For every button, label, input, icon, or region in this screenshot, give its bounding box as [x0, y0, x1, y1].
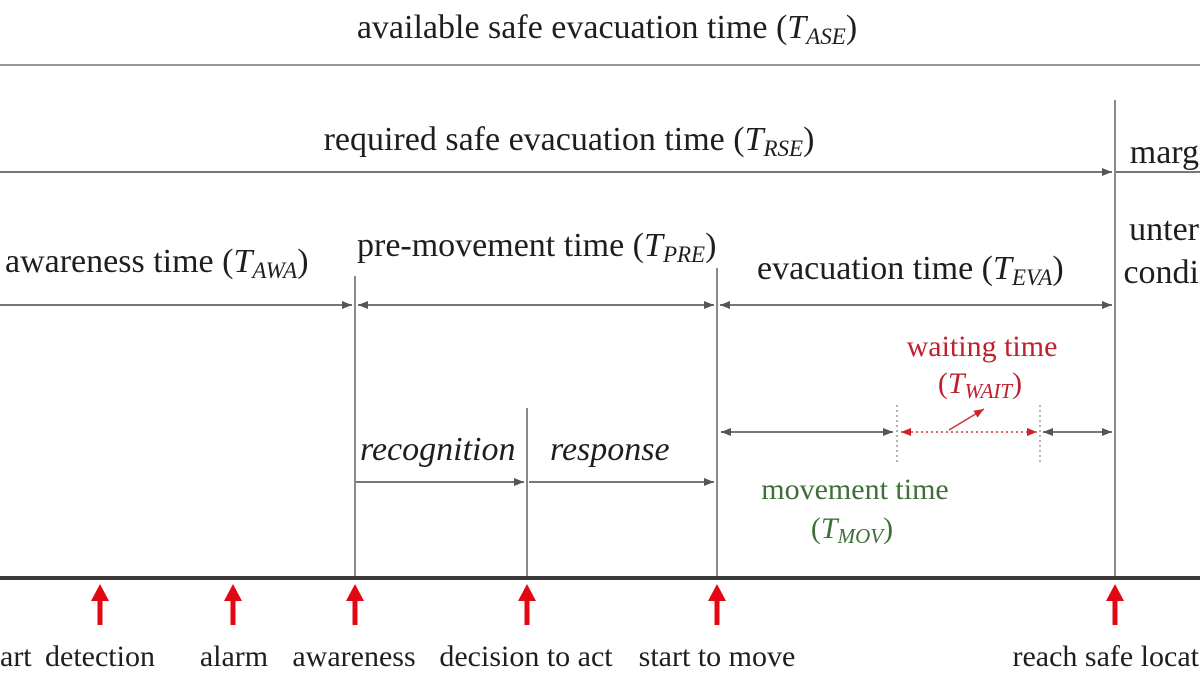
arrow-shaft: [352, 600, 358, 625]
movement-open: (: [811, 512, 821, 545]
untenable-label-line2: condi: [1123, 254, 1199, 291]
awa-label-text: awareness time (: [5, 243, 233, 280]
arrow-shaft: [230, 600, 236, 625]
event-label-reach-safe: reach safe locat: [1012, 640, 1199, 673]
response-label: response: [550, 431, 670, 468]
rse-subscript: RSE: [763, 136, 804, 161]
movement-close: ): [883, 512, 893, 545]
awa-subscript: AWA: [250, 258, 298, 283]
pre-label-text: pre-movement time (: [357, 227, 644, 264]
arrow-shaft: [97, 600, 103, 625]
arrow-head: [346, 584, 364, 601]
waiting-subscript: WAIT: [965, 379, 1014, 403]
event-label-detection: detection: [45, 640, 155, 673]
arrow-head: [224, 584, 242, 601]
rse-label-text: required safe evacuation time (: [324, 121, 745, 158]
movement-subscript: MOV: [837, 524, 886, 548]
eva-label-close: ): [1052, 250, 1063, 287]
untenable-label-line1: unter: [1129, 211, 1200, 248]
awa-symbol: T: [233, 243, 254, 280]
recognition-label: recognition: [360, 431, 516, 468]
event-label-start: art: [0, 640, 32, 673]
reach-safe-event-arrow: [1106, 584, 1124, 625]
rse-label: required safe evacuation time (TRSE): [324, 121, 815, 161]
movement-symbol: T: [821, 512, 840, 545]
start-move-event-arrow: [708, 584, 726, 625]
ase-label: available safe evacuation time (TASE): [357, 9, 857, 49]
waiting-pointer-arrow: [948, 408, 985, 431]
arrow-head: [91, 584, 109, 601]
event-label-alarm: alarm: [200, 640, 268, 673]
arrow-head: [708, 584, 726, 601]
rse-label-close: ): [803, 121, 814, 158]
pre-label: pre-movement time (TPRE): [357, 227, 716, 267]
rse-symbol: T: [745, 121, 766, 158]
eva-label: evacuation time (TEVA): [757, 250, 1064, 290]
pre-symbol: T: [644, 227, 665, 264]
awa-label-close: ): [297, 243, 308, 280]
awareness-event-arrow: [346, 584, 364, 625]
eva-label-text: evacuation time (: [757, 250, 993, 287]
awa-label: awareness time (TAWA): [5, 243, 309, 283]
detection-event-arrow: [91, 584, 109, 625]
pre-label-close: ): [705, 227, 716, 264]
margin-label: marg: [1130, 134, 1199, 171]
waiting-close: ): [1012, 367, 1022, 400]
ase-label-close: ): [846, 9, 857, 46]
arrow-shaft: [524, 600, 530, 625]
arrow-shaft: [714, 600, 720, 625]
waiting-open: (: [938, 367, 948, 400]
decision-event-arrow: [518, 584, 536, 625]
eva-subscript: EVA: [1011, 265, 1053, 290]
eva-symbol: T: [993, 250, 1014, 287]
waiting-title: waiting time: [907, 330, 1058, 363]
arrow-head: [1106, 584, 1124, 601]
arrow-head: [518, 584, 536, 601]
movement-symbol-label: (TMOV): [811, 512, 893, 548]
waiting-symbol: T: [948, 367, 967, 400]
event-label-awareness: awareness: [292, 640, 415, 673]
pre-subscript: PRE: [662, 242, 705, 267]
ase-symbol: T: [787, 9, 808, 46]
ase-subscript: ASE: [804, 24, 846, 49]
ase-label-text: available safe evacuation time (: [357, 9, 787, 46]
event-label-start-move: start to move: [639, 640, 796, 673]
waiting-symbol-label: (TWAIT): [938, 367, 1022, 403]
movement-title: movement time: [761, 473, 948, 506]
event-label-decision: decision to act: [439, 640, 613, 673]
alarm-event-arrow: [224, 584, 242, 625]
arrow-shaft: [1112, 600, 1118, 625]
